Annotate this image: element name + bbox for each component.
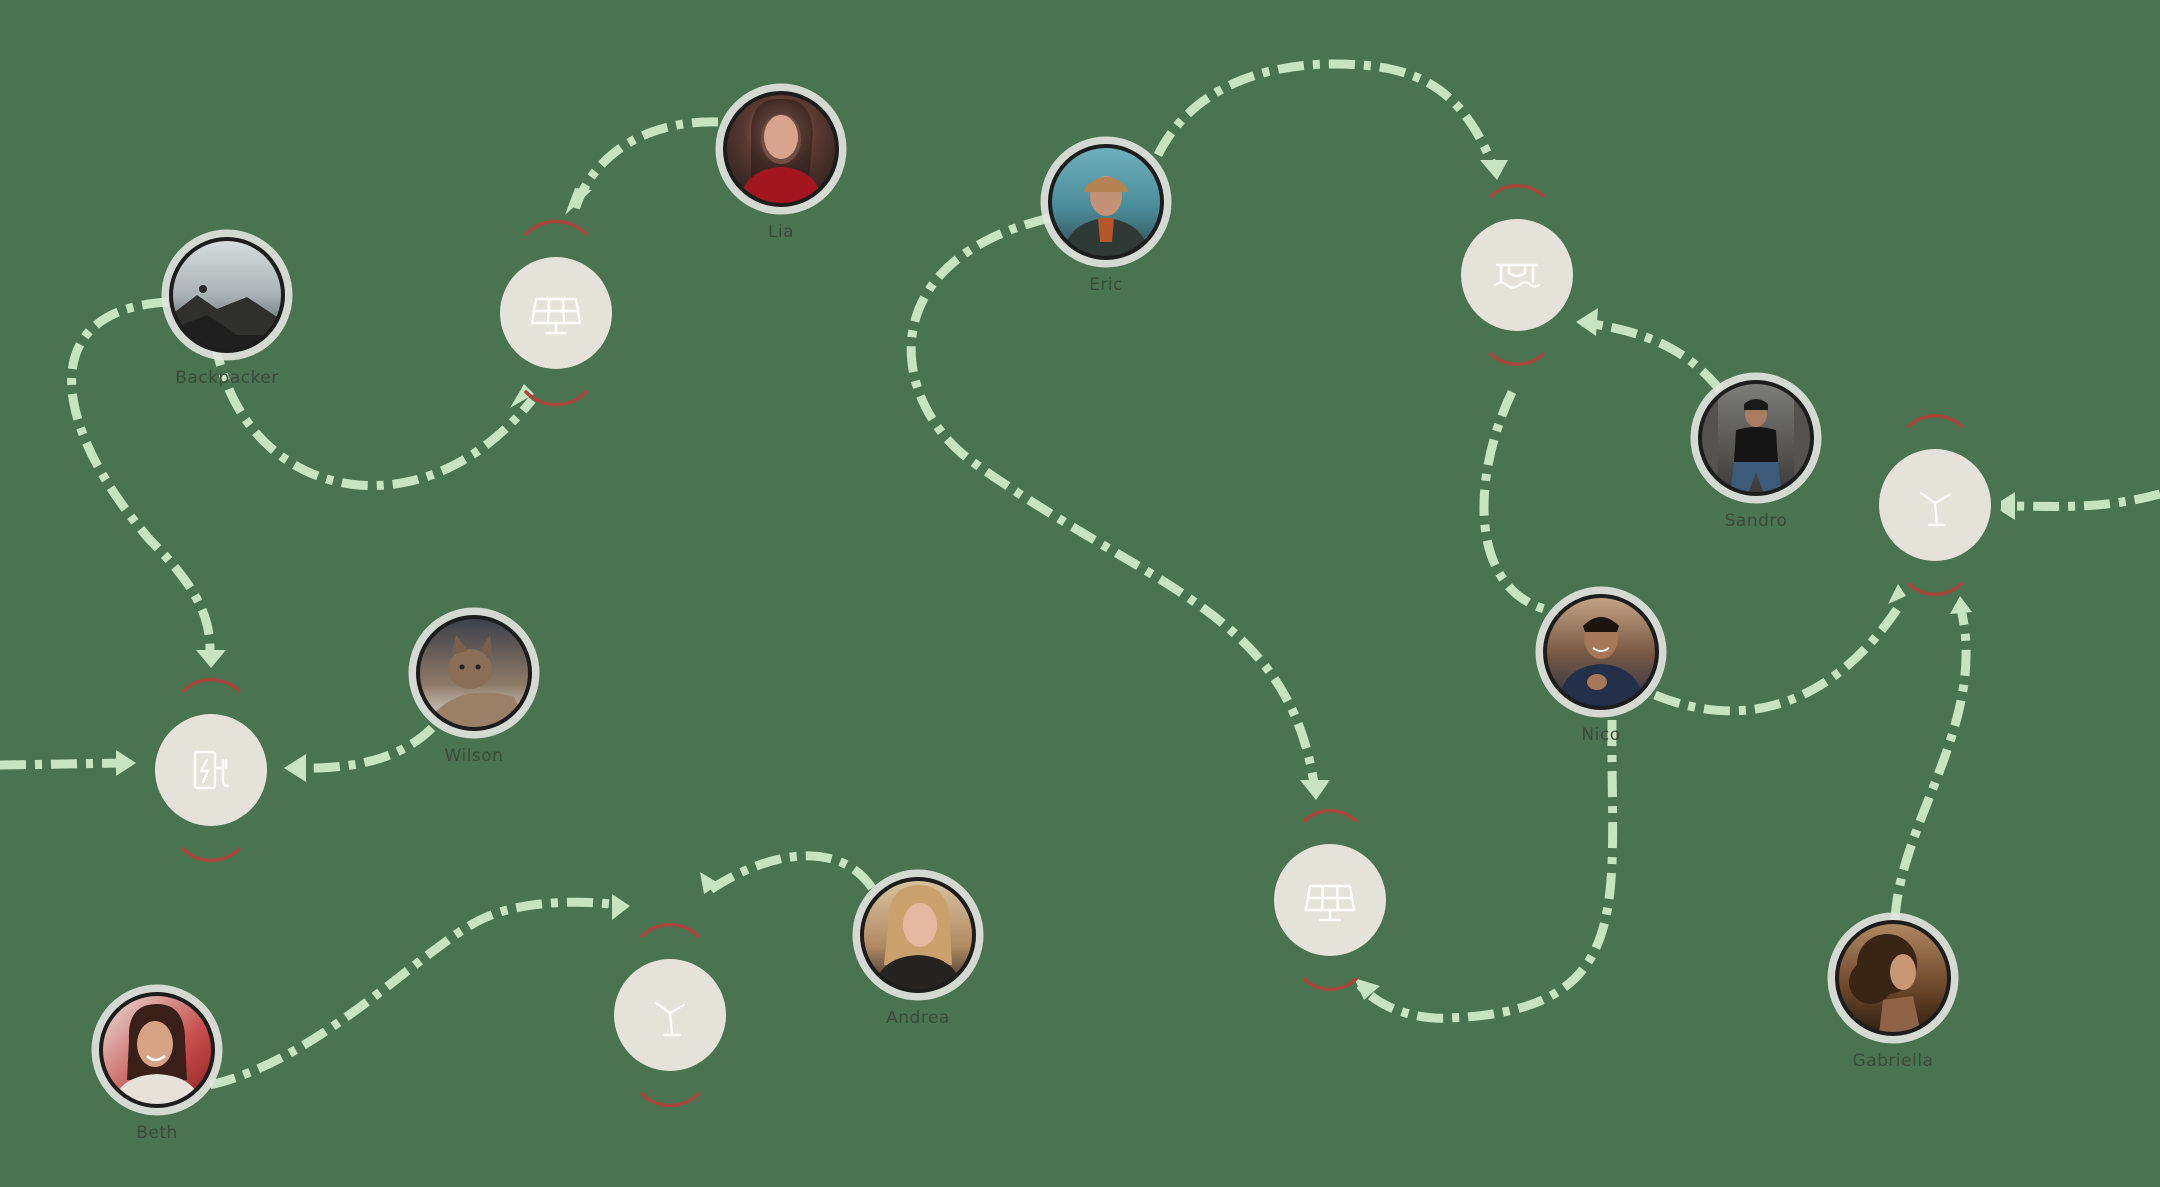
connector-eric-to-bridge xyxy=(1153,59,1500,172)
node-arc-top xyxy=(1302,808,1358,823)
arrowhead xyxy=(284,754,306,782)
avatar-photo xyxy=(418,617,530,729)
node-arc-bottom xyxy=(640,1092,700,1108)
person-label: Gabriella xyxy=(1853,1051,1934,1071)
arrowhead xyxy=(1480,160,1508,180)
connector-seated-to-bridge xyxy=(1581,317,1724,393)
arrowhead xyxy=(1993,492,2015,520)
person-node-beth[interactable]: Beth xyxy=(91,984,223,1143)
connector-hiker-to-charger xyxy=(67,297,215,651)
resource-node-wind-2[interactable] xyxy=(1869,413,2001,597)
resource-node-solar-1[interactable] xyxy=(490,219,622,407)
person-label: Nico xyxy=(1581,725,1620,745)
person-node-lia[interactable]: Lia xyxy=(715,83,847,242)
avatar-photo xyxy=(862,879,974,991)
connector-edge-to-charger xyxy=(0,758,129,770)
avatar-photo xyxy=(1545,596,1657,708)
person-label: Eric xyxy=(1089,275,1123,295)
person-node-eric[interactable]: Eric xyxy=(1040,136,1172,295)
connector-edge-to-wind2 xyxy=(1999,489,2160,511)
arrowhead xyxy=(1950,596,1972,614)
connector-smile-to-wind2 xyxy=(1653,602,1904,716)
resource-node-charger[interactable] xyxy=(145,677,277,863)
arrowhead xyxy=(700,872,720,894)
connector-blonde-to-wind1 xyxy=(707,851,876,894)
person-node-gabriella[interactable]: Gabriella xyxy=(1827,912,1959,1071)
hydro-dam-icon xyxy=(1493,263,1541,289)
connector-curly-to-wind2 xyxy=(1890,603,1971,921)
arrowhead xyxy=(116,750,136,776)
avatar-photo xyxy=(1050,146,1162,258)
node-arc-bottom xyxy=(181,847,241,863)
person-label: Backpacker xyxy=(175,368,279,388)
solar-panel-icon xyxy=(1304,884,1356,922)
arrowhead xyxy=(1888,584,1906,604)
person-node-wilson[interactable]: Wilson xyxy=(408,607,540,766)
node-arc-bottom xyxy=(1302,977,1358,992)
avatar-photo xyxy=(1837,922,1949,1034)
arrowhead xyxy=(196,650,226,668)
node-arc-top xyxy=(640,922,700,938)
node-arc-top xyxy=(181,677,241,693)
node-arc-top xyxy=(1907,413,1963,428)
arrowhead xyxy=(1576,308,1598,336)
connector-lia-to-solar xyxy=(570,117,719,212)
person-label: Wilson xyxy=(445,746,504,766)
connector-hiker-to-solar xyxy=(210,339,536,490)
avatar-photo xyxy=(725,93,837,205)
connector-layer xyxy=(0,59,2160,1090)
node-arc-top xyxy=(1489,183,1545,198)
arrowhead xyxy=(1300,780,1330,800)
connector-bottom-to-wind1 xyxy=(208,897,621,1090)
connector-kitten-to-charger xyxy=(291,724,436,773)
wind-turbine-icon xyxy=(654,1001,686,1037)
arrowhead-layer xyxy=(116,160,2015,1000)
arrowhead xyxy=(612,894,630,920)
person-label: Sandro xyxy=(1725,511,1788,531)
person-node-sandro[interactable]: Sandro xyxy=(1690,372,1822,531)
person-label: Andrea xyxy=(886,1008,950,1028)
avatar-photo xyxy=(101,994,213,1106)
ev-charger-icon xyxy=(193,750,230,790)
resource-node-hydro[interactable] xyxy=(1451,183,1583,367)
solar-panel-icon xyxy=(530,297,582,335)
connector-smile-to-solar2 xyxy=(1356,719,1618,1023)
node-arc-bottom xyxy=(524,390,588,407)
person-node-nico[interactable]: Nico xyxy=(1535,586,1667,745)
arrowhead xyxy=(1354,978,1380,1000)
node-arc-bottom xyxy=(1489,352,1545,367)
node-arc-top xyxy=(524,219,588,236)
arrowhead xyxy=(510,384,534,408)
connector-eric-to-solar2 xyxy=(906,213,1320,791)
resource-node-solar-2[interactable] xyxy=(1264,808,1396,992)
connector-bridge-to-smile xyxy=(1479,390,1550,615)
person-node-backpacker[interactable]: Backpacker xyxy=(161,229,293,388)
resource-node-wind-1[interactable] xyxy=(604,922,736,1108)
node-arc-bottom xyxy=(1907,582,1963,597)
person-node-andrea[interactable]: Andrea xyxy=(852,869,984,1028)
wind-turbine-icon xyxy=(1919,491,1951,527)
person-label: Beth xyxy=(136,1123,178,1143)
arrowhead xyxy=(565,188,592,215)
person-label: Lia xyxy=(768,222,794,242)
